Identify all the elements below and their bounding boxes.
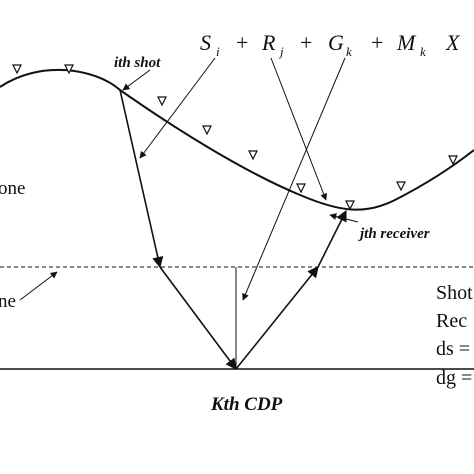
surface-topography-curve xyxy=(0,68,474,211)
legend-line-1: Shot xyxy=(436,282,473,304)
cdp-label: Kth CDP xyxy=(210,394,283,415)
eq-m-sub: k xyxy=(420,44,426,59)
eq-X: X xyxy=(445,30,461,55)
ray-datum-to-cdp xyxy=(159,266,237,370)
eq-s-sub: i xyxy=(216,44,220,59)
station-marker xyxy=(202,125,212,136)
ray-shot-to-datum xyxy=(119,89,164,269)
station-marker xyxy=(248,150,258,161)
cdp-term-arrow xyxy=(242,57,346,301)
legend-fragment: Shot Rec ds = dg = xyxy=(436,282,473,389)
eq-G: G xyxy=(328,30,344,55)
eq-r-sub: j xyxy=(278,44,284,59)
shot-label: ith shot xyxy=(114,55,161,71)
legend-line-3: ds = xyxy=(436,338,470,360)
station-marker xyxy=(157,96,167,107)
eq-M: M xyxy=(396,30,417,55)
station-markers xyxy=(12,64,458,211)
legend-line-4: dg = xyxy=(436,367,472,389)
receiver-label-arrow xyxy=(329,213,359,223)
station-marker xyxy=(296,183,306,194)
station-marker xyxy=(64,64,74,75)
eq-plus-3: + xyxy=(371,30,383,55)
legend-line-2: Rec xyxy=(436,310,467,332)
ray-path xyxy=(119,89,347,370)
ray-datum-to-receiver xyxy=(317,209,347,268)
eq-plus-1: + xyxy=(236,30,248,55)
left-zone-label: one xyxy=(0,178,25,199)
receiver-label: jth receiver xyxy=(358,226,430,242)
station-marker xyxy=(12,64,22,75)
eq-R: R xyxy=(261,30,276,55)
station-marker xyxy=(396,181,406,192)
station-marker xyxy=(448,155,458,166)
datum-label-arrow xyxy=(19,271,58,301)
shot-term-arrow xyxy=(139,57,216,159)
ray-cdp-to-datum xyxy=(235,266,319,370)
eq-plus-2: + xyxy=(300,30,312,55)
left-datum-label: ne xyxy=(0,291,16,312)
eq-S: S xyxy=(200,30,211,55)
station-marker xyxy=(345,200,355,211)
eq-g-sub: k xyxy=(346,44,352,59)
receiver-term-arrow xyxy=(270,57,327,201)
shot-label-arrow xyxy=(122,69,151,91)
term-pointer-arrows xyxy=(19,57,359,301)
static-equation: S i + R j + G k + M k X xyxy=(200,30,461,59)
